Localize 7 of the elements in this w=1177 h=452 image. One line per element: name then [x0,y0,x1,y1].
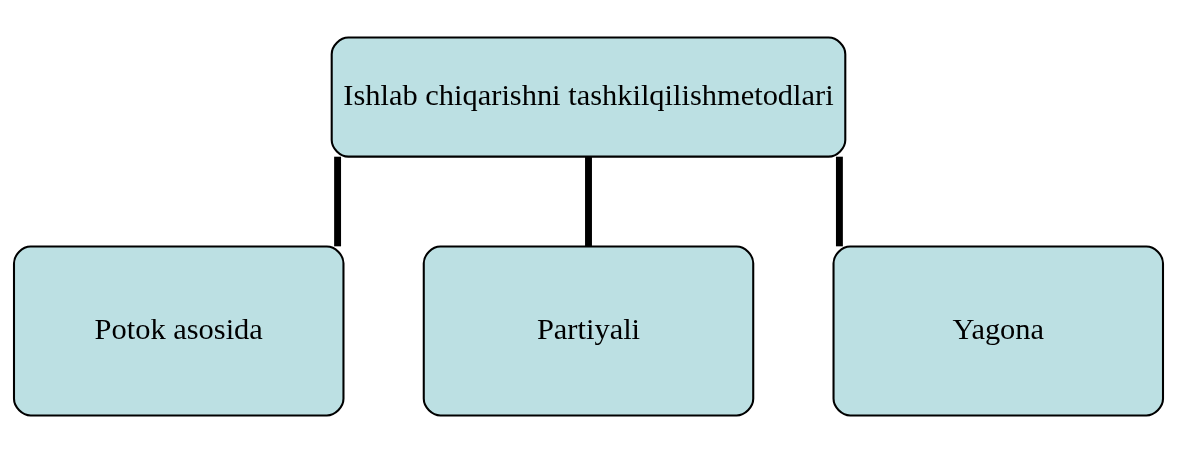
node-box: Partiyali [422,245,755,416]
node-box: Potok asosida [12,245,345,416]
node-box: Yagona [832,245,1165,416]
connector [835,156,843,246]
node-box: Ishlab chiqarishni tashkilqilishmetodlari [330,36,847,158]
connector [585,156,592,246]
connector [334,156,342,246]
